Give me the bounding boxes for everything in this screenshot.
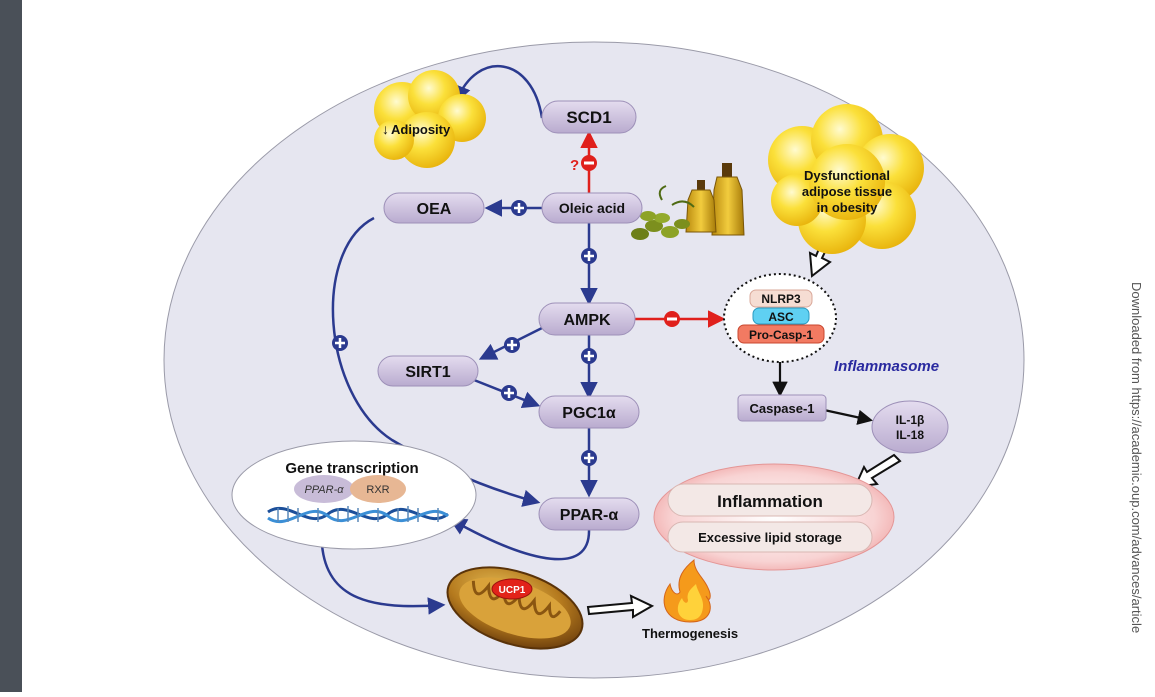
plus-ampk-sirt1 <box>504 337 520 353</box>
nlrp3-label: NLRP3 <box>761 292 801 306</box>
plus-sirt1-pgc1a <box>501 385 517 401</box>
plus-ampk-pgc1a <box>581 348 597 364</box>
node-oea: OEA <box>383 192 485 224</box>
watermark-text: Downloaded from https://academic.oup.com… <box>1129 282 1144 634</box>
node-oleic-acid: Oleic acid <box>541 192 643 224</box>
mitochondrion-icon <box>446 566 584 650</box>
svg-text:Oleic acid: Oleic acid <box>559 200 625 216</box>
node-scd1: SCD1 <box>541 100 637 134</box>
oleic-acid-pathway-diagram: ? ↓ Adiposity Dysfunctional adipose tiss… <box>22 0 1122 692</box>
arrow-caspase-to-il <box>823 408 874 425</box>
inflammasome-complex: NLRP3 ASC Pro-Casp-1 <box>723 273 837 363</box>
node-il-cytokines: IL-1β IL-18 <box>871 400 949 454</box>
inflammation-box: Inflammation Excessive lipid storage <box>653 463 895 571</box>
adipose-tissue-icon <box>768 104 924 254</box>
svg-text:OEA: OEA <box>417 201 452 218</box>
svg-text:AMPK: AMPK <box>563 312 611 329</box>
inflammasome-label: Inflammasome <box>834 358 939 375</box>
dysfunctional-line-1: Dysfunctional <box>804 168 890 183</box>
arrow-scd1-to-adiposity <box>454 65 544 119</box>
pro-casp1-label: Pro-Casp-1 <box>749 328 813 342</box>
ppar-alpha-small-label: PPAR-α <box>304 484 344 496</box>
dna-helix-icon <box>267 506 449 524</box>
plus-oleic-ampk <box>581 248 597 264</box>
down-arrow-icon: ↓ <box>382 121 389 137</box>
gene-transcription-box: Gene transcription PPAR-α RXR <box>231 440 477 550</box>
question-mark: ? <box>570 157 579 174</box>
hollow-arrow-mito-to-thermogenesis <box>586 594 655 619</box>
minus-oleic-scd1 <box>581 155 597 171</box>
plus-pgc1a-ppar <box>581 450 597 466</box>
arrow-gene-to-mito <box>320 544 446 615</box>
il1b-label: IL-1β <box>896 413 925 427</box>
page-left-border <box>0 0 22 692</box>
download-watermark: Downloaded from https://academic.oup.com… <box>1122 0 1155 692</box>
arrow-oea-to-ppar <box>331 216 541 507</box>
il18-label: IL-18 <box>896 428 924 442</box>
fat-droplet-icon <box>374 70 486 168</box>
node-caspase-1: Caspase-1 <box>737 394 827 422</box>
minus-ampk-inflammasome <box>664 311 680 327</box>
node-ampk: AMPK <box>538 302 636 336</box>
gene-transcription-label: Gene transcription <box>285 460 418 477</box>
svg-text:SCD1: SCD1 <box>566 108 611 127</box>
svg-text:SIRT1: SIRT1 <box>405 364 450 381</box>
svg-text:PPAR-α: PPAR-α <box>560 507 619 524</box>
arrow-ppar-to-gene <box>448 518 591 561</box>
adiposity-label: Adiposity <box>391 122 451 137</box>
rxr-label: RXR <box>366 484 389 496</box>
plus-oleic-oea <box>511 200 527 216</box>
olive-oil-bottles-icon <box>631 163 745 240</box>
svg-text:Caspase-1: Caspase-1 <box>749 401 814 416</box>
node-ppar-alpha: PPAR-α <box>538 497 640 531</box>
plus-oea-ppar <box>332 335 348 351</box>
thermogenesis-label: Thermogenesis <box>642 626 738 641</box>
dysfunctional-line-2: adipose tissue <box>802 184 892 199</box>
asc-label: ASC <box>768 310 794 324</box>
excessive-lipid-label: Excessive lipid storage <box>698 530 842 545</box>
flame-icon <box>663 558 711 623</box>
node-sirt1: SIRT1 <box>377 355 479 387</box>
node-pgc1a: PGC1α <box>538 395 640 429</box>
dysfunctional-line-3: in obesity <box>817 200 878 215</box>
inflammation-label: Inflammation <box>717 492 823 511</box>
svg-text:PGC1α: PGC1α <box>562 405 616 422</box>
ucp1-label: UCP1 <box>499 585 526 596</box>
